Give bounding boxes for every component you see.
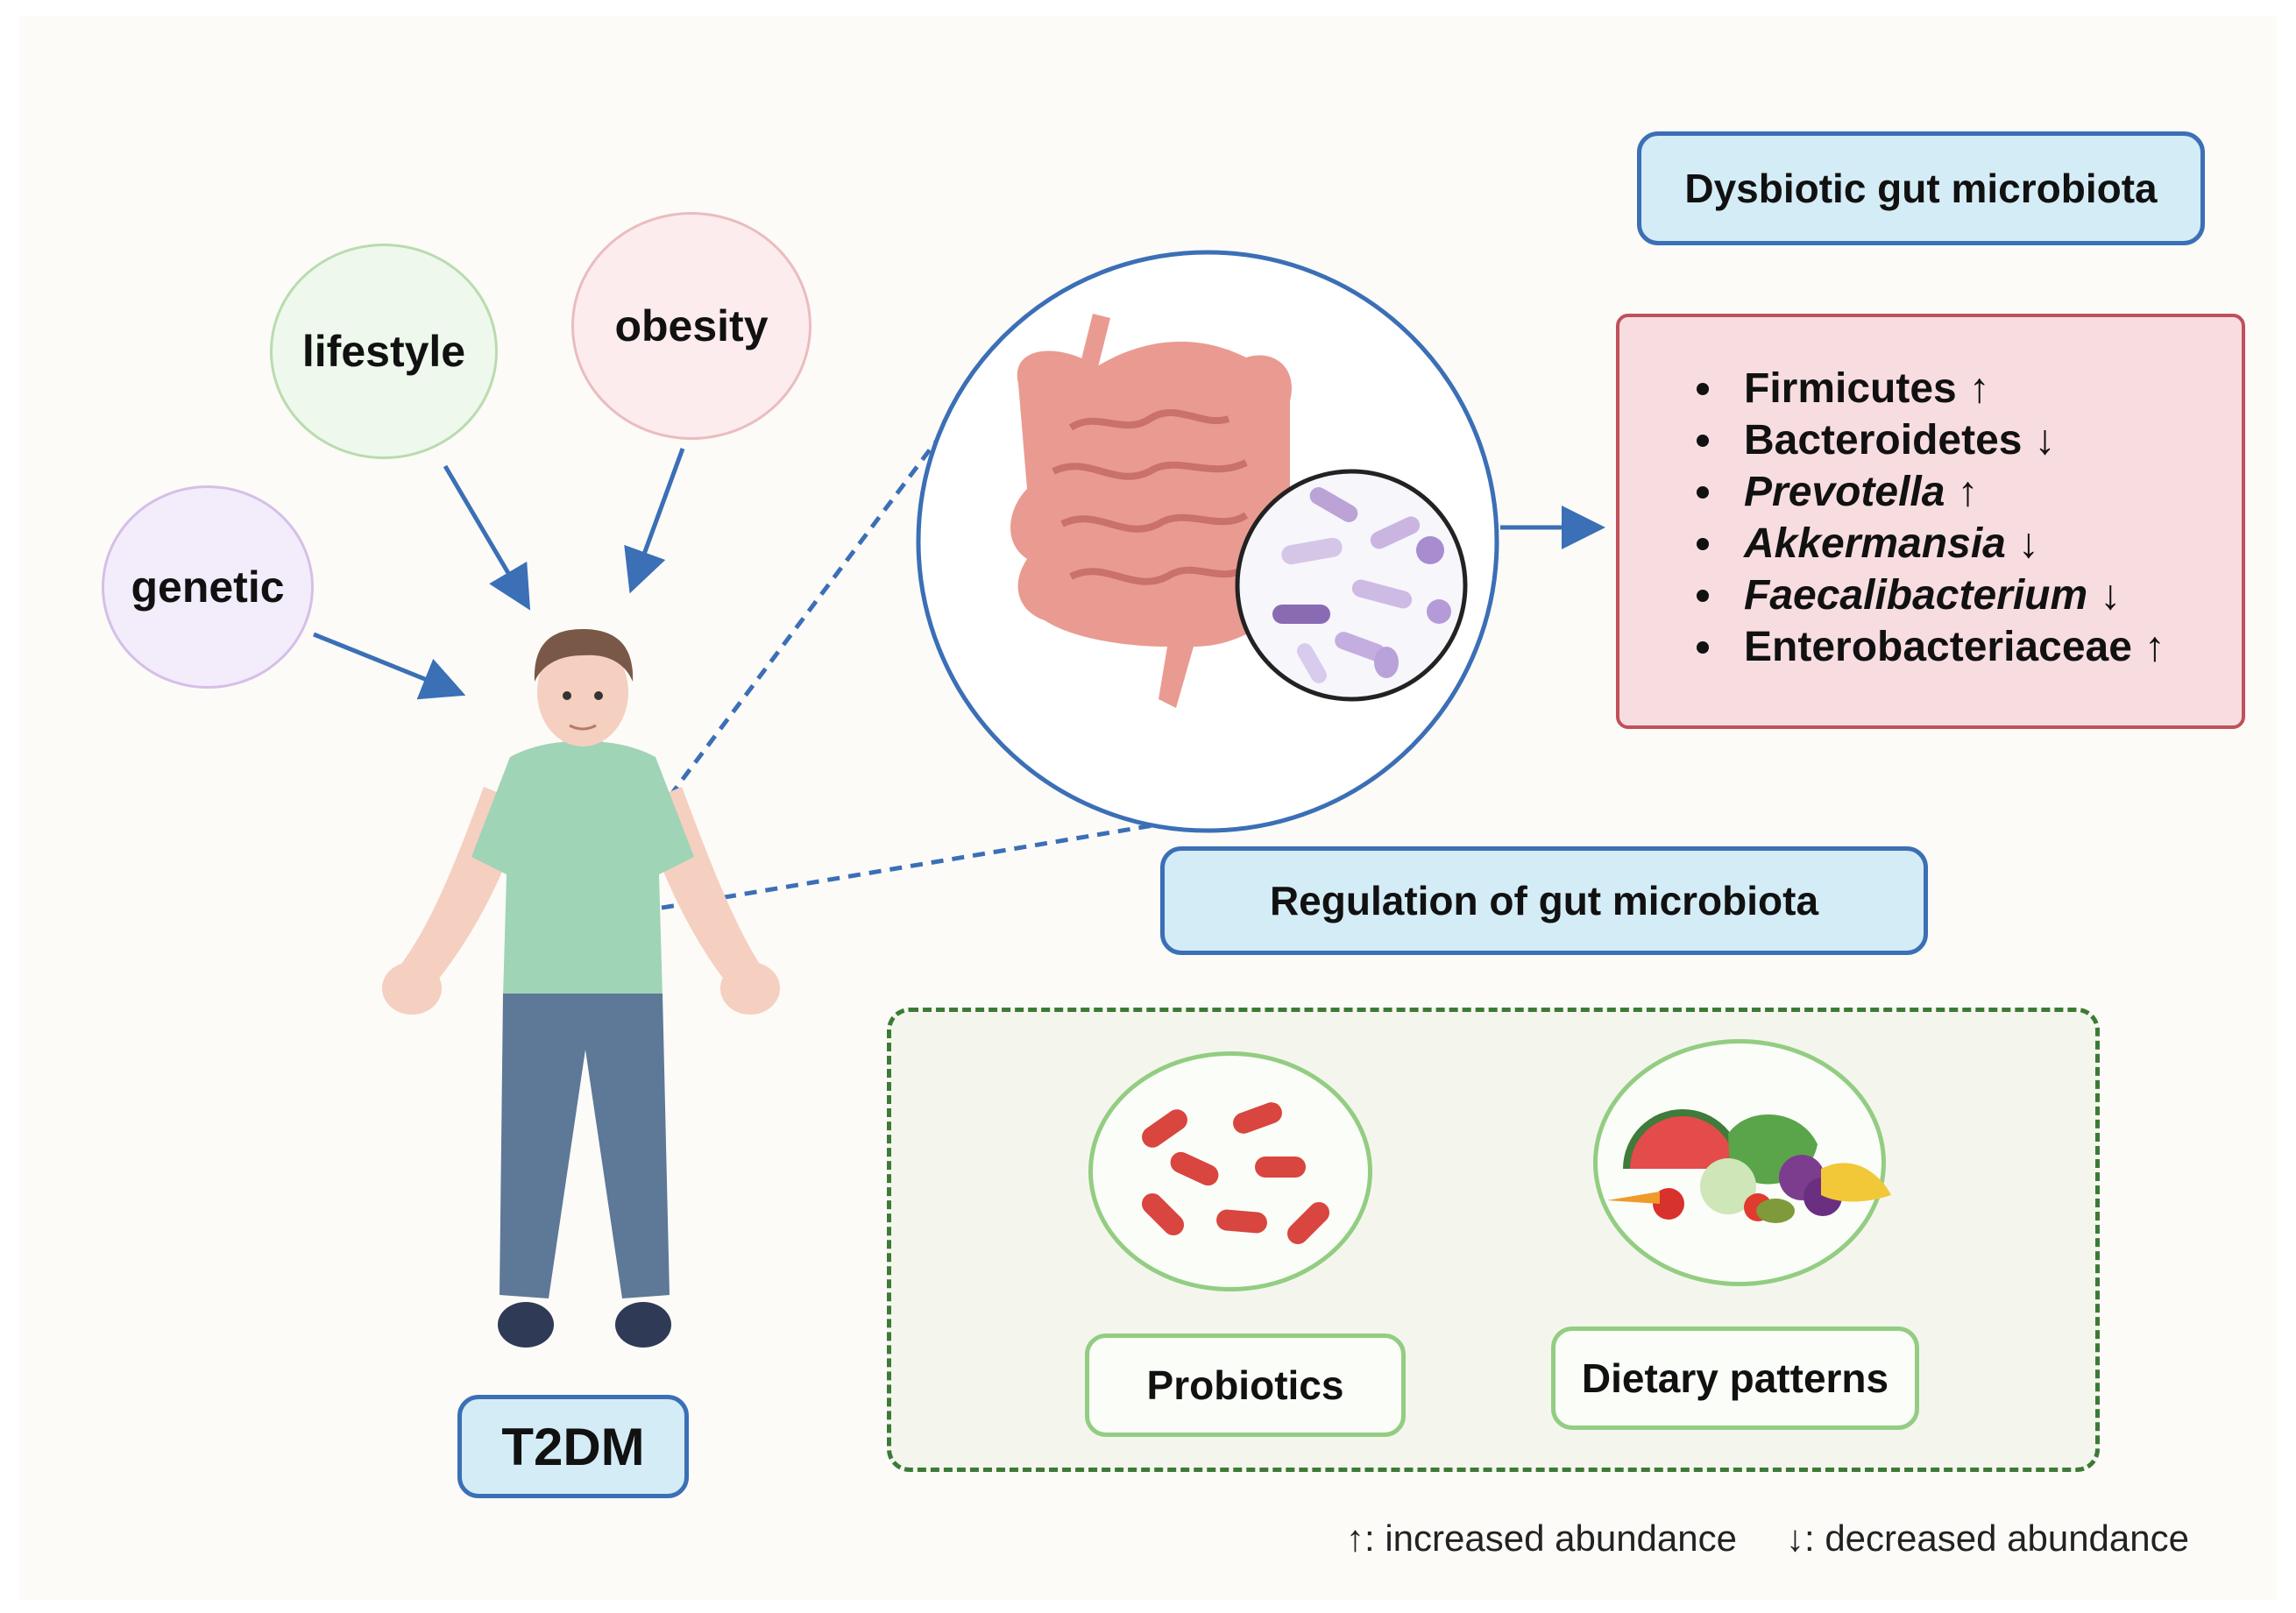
legend: ↑: increased abundance ↓: decreased abun…	[1346, 1517, 2189, 1560]
obesity-bubble: obesity	[571, 212, 811, 440]
obesity-label: obesity	[614, 301, 769, 350]
taxon-name: Faecalibacterium	[1744, 572, 2088, 619]
taxon-name: Firmicutes	[1744, 365, 1957, 412]
list-item: Faecalibacterium ↓	[1697, 570, 2242, 621]
change-arrow: ↑	[1968, 365, 1990, 412]
regulation-title-box: Regulation of gut microbiota	[1160, 846, 1928, 955]
regulation-title: Regulation of gut microbiota	[1269, 878, 1819, 923]
t2dm-label-box: T2DM	[457, 1395, 689, 1498]
taxon-name: Akkermansia	[1744, 520, 2006, 567]
change-arrow: ↓	[2017, 520, 2039, 567]
lifestyle-label: lifestyle	[301, 327, 466, 376]
change-arrow: ↑	[1957, 469, 1979, 515]
bullet	[1697, 589, 1709, 602]
arrow-lifestyle-to-person	[443, 464, 531, 611]
legend-increased: ↑: increased abundance	[1346, 1517, 1737, 1560]
zoom-line-lower	[599, 817, 1186, 921]
genetic-label: genetic	[131, 562, 285, 612]
dietary-label: Dietary patterns	[1581, 1355, 1889, 1401]
genetic-bubble: genetic	[102, 485, 314, 689]
probiotics-label: Probiotics	[1146, 1362, 1344, 1408]
list-item: Enterobacteriaceae ↑	[1697, 621, 2242, 673]
bullet	[1697, 537, 1709, 550]
legend-up-symbol: ↑	[1346, 1517, 1364, 1559]
list-item: Prevotella ↑	[1697, 466, 2242, 518]
person-figure	[382, 629, 780, 1348]
legend-down-text: : decreased abundance	[1803, 1517, 2189, 1559]
dietary-circle	[1593, 1039, 1886, 1286]
legend-down-symbol: ↓	[1785, 1517, 1804, 1559]
microbiota-changes-box: Firmicutes↑ Bacteroidetes↓ Prevotella↑ A…	[1616, 314, 2245, 729]
list-item: Bacteroidetes↓	[1697, 414, 2242, 466]
intestine-icon	[1010, 314, 1292, 708]
dysbiosis-title-box: Dysbiotic gut microbiota	[1637, 131, 2205, 245]
microbiota-changes-list: Firmicutes↑ Bacteroidetes↓ Prevotella↑ A…	[1697, 363, 2242, 673]
probiotics-label-box: Probiotics	[1085, 1334, 1406, 1437]
bullet	[1697, 485, 1709, 499]
legend-up-text: : increased abundance	[1364, 1517, 1737, 1559]
taxon-name: Prevotella	[1744, 469, 1945, 515]
t2dm-label: T2DM	[501, 1417, 645, 1476]
taxon-name: Bacteroidetes	[1744, 417, 2023, 463]
taxon-name: Enterobacteriaceae	[1744, 624, 2132, 670]
bullet	[1697, 382, 1709, 395]
bullet	[1697, 434, 1709, 447]
arrow-obesity-to-person	[624, 448, 685, 594]
diagram-canvas: genetic lifestyle obesity T2DM Dysbiotic…	[19, 16, 2277, 1600]
legend-decreased: ↓: decreased abundance	[1786, 1517, 2189, 1560]
bacteria-magnifier-icon	[1235, 469, 1468, 702]
change-arrow: ↓	[2100, 572, 2122, 619]
probiotics-circle	[1088, 1051, 1372, 1291]
dietary-label-box: Dietary patterns	[1551, 1326, 1919, 1430]
bullet	[1697, 640, 1709, 654]
dysbiosis-title: Dysbiotic gut microbiota	[1684, 166, 2158, 211]
arrow-genetic-to-person	[313, 632, 466, 700]
list-item: Akkermansia↓	[1697, 518, 2242, 570]
lifestyle-bubble: lifestyle	[270, 244, 498, 459]
list-item: Firmicutes↑	[1697, 363, 2242, 414]
change-arrow: ↓	[2034, 417, 2056, 463]
change-arrow: ↑	[2144, 624, 2165, 670]
